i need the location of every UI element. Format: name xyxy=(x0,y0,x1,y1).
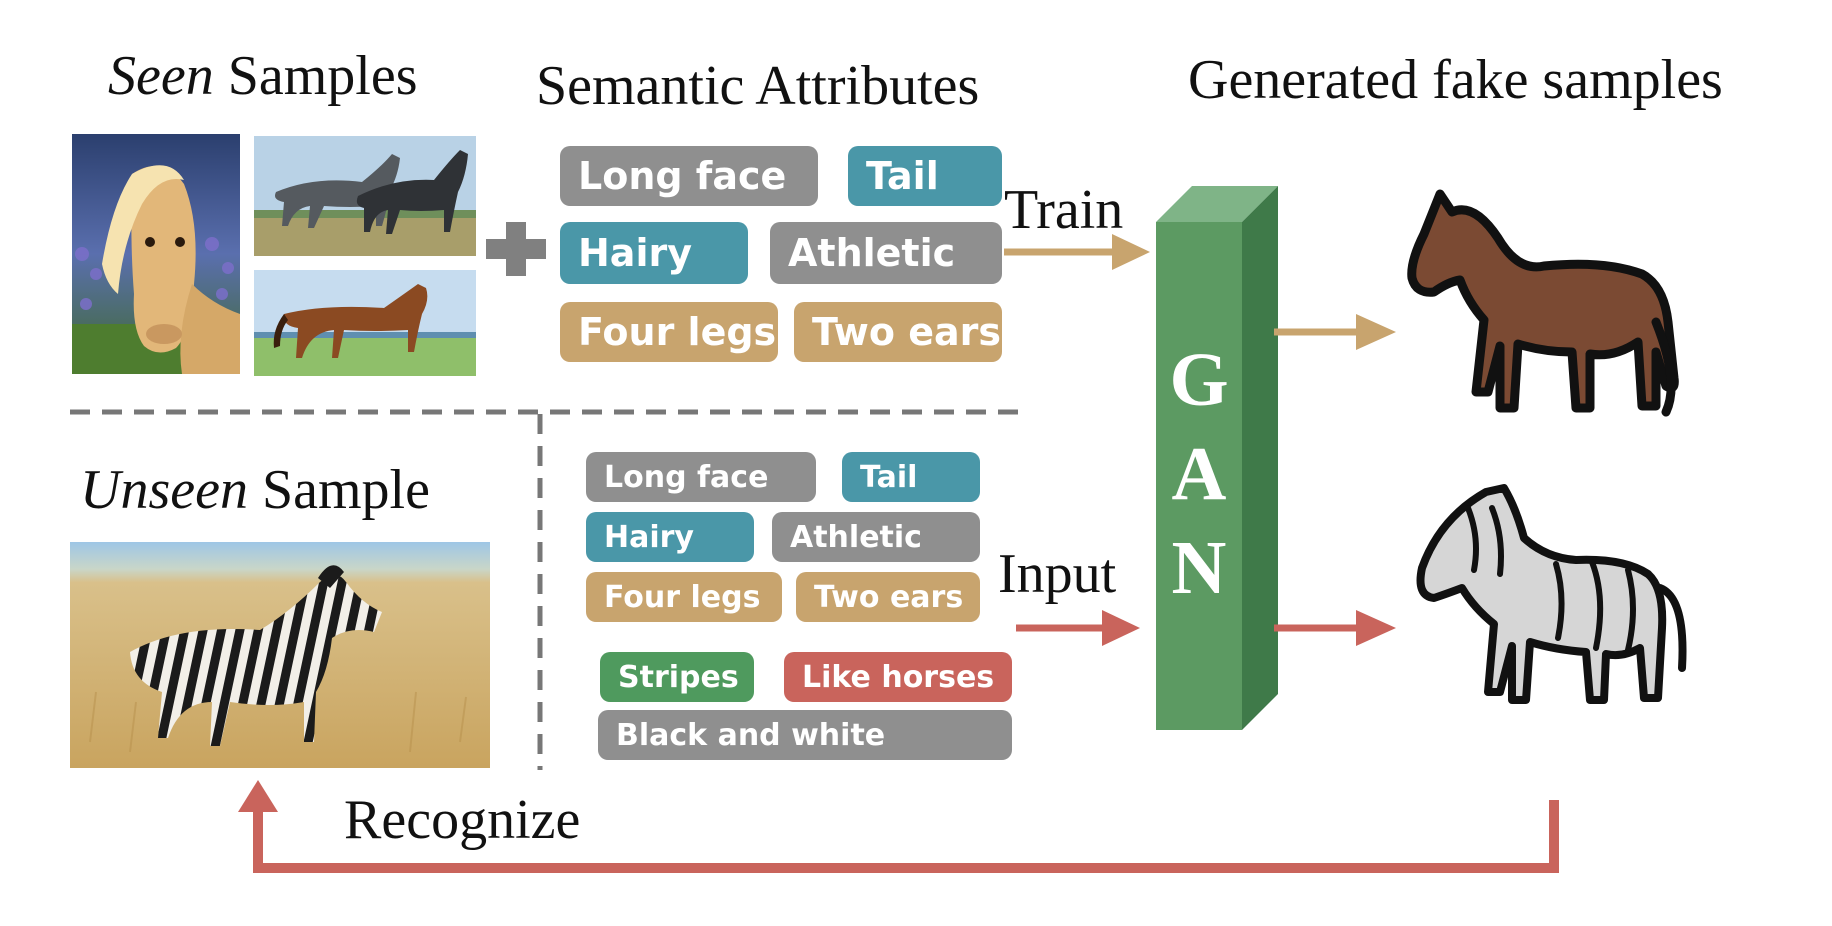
zebra-photo xyxy=(70,542,490,768)
unseen-attr-like-horses: Like horses xyxy=(784,652,1012,702)
seen-attr-athletic: Athletic xyxy=(770,222,1002,284)
bay-horse-photo xyxy=(254,270,476,376)
generated-horse-icon xyxy=(1407,189,1679,417)
gan-letter-n: N xyxy=(1171,526,1227,610)
unseen-attr-stripes: Stripes xyxy=(600,652,754,702)
grey-horses-photo xyxy=(254,136,476,256)
plus-icon xyxy=(486,222,546,276)
unseen-attr-athletic: Athletic xyxy=(772,512,980,562)
unseen-attr-hairy: Hairy xyxy=(586,512,754,562)
seen-attr-long-face: Long face xyxy=(560,146,818,206)
input-arrow xyxy=(1016,610,1140,646)
unseen-sample-heading: Unseen Sample xyxy=(80,459,430,521)
train-arrow xyxy=(1004,234,1150,270)
unseen-attr-two-ears: Two ears xyxy=(796,572,980,622)
unseen-attr-tail: Tail xyxy=(842,452,980,502)
generated-samples-heading: Generated fake samples xyxy=(1188,49,1723,111)
input-label: Input xyxy=(998,543,1117,605)
generated-zebra-icon xyxy=(1416,484,1687,704)
gan-letter-g: G xyxy=(1169,338,1229,422)
unseen-attr-four-legs: Four legs xyxy=(586,572,782,622)
gan-letter-a: A xyxy=(1171,432,1227,516)
train-label: Train xyxy=(1004,179,1124,241)
unseen-attr-black-and-white: Black and white xyxy=(598,710,1012,760)
palomino-horse-photo xyxy=(72,134,240,374)
seen-attr-hairy: Hairy xyxy=(560,222,748,284)
gan-to-horse-arrow xyxy=(1274,314,1396,350)
seen-attr-two-ears: Two ears xyxy=(794,302,1002,362)
recognize-label: Recognize xyxy=(344,789,581,851)
seen-attr-four-legs: Four legs xyxy=(560,302,778,362)
semantic-attributes-heading: Semantic Attributes xyxy=(536,55,980,117)
gan-to-zebra-arrow xyxy=(1274,610,1396,646)
gan-block xyxy=(1156,186,1278,730)
seen-samples-heading: Seen Samples xyxy=(108,45,418,107)
recognize-arrow xyxy=(238,780,1559,873)
seen-attr-tail: Tail xyxy=(848,146,1002,206)
unseen-attr-long-face: Long face xyxy=(586,452,816,502)
